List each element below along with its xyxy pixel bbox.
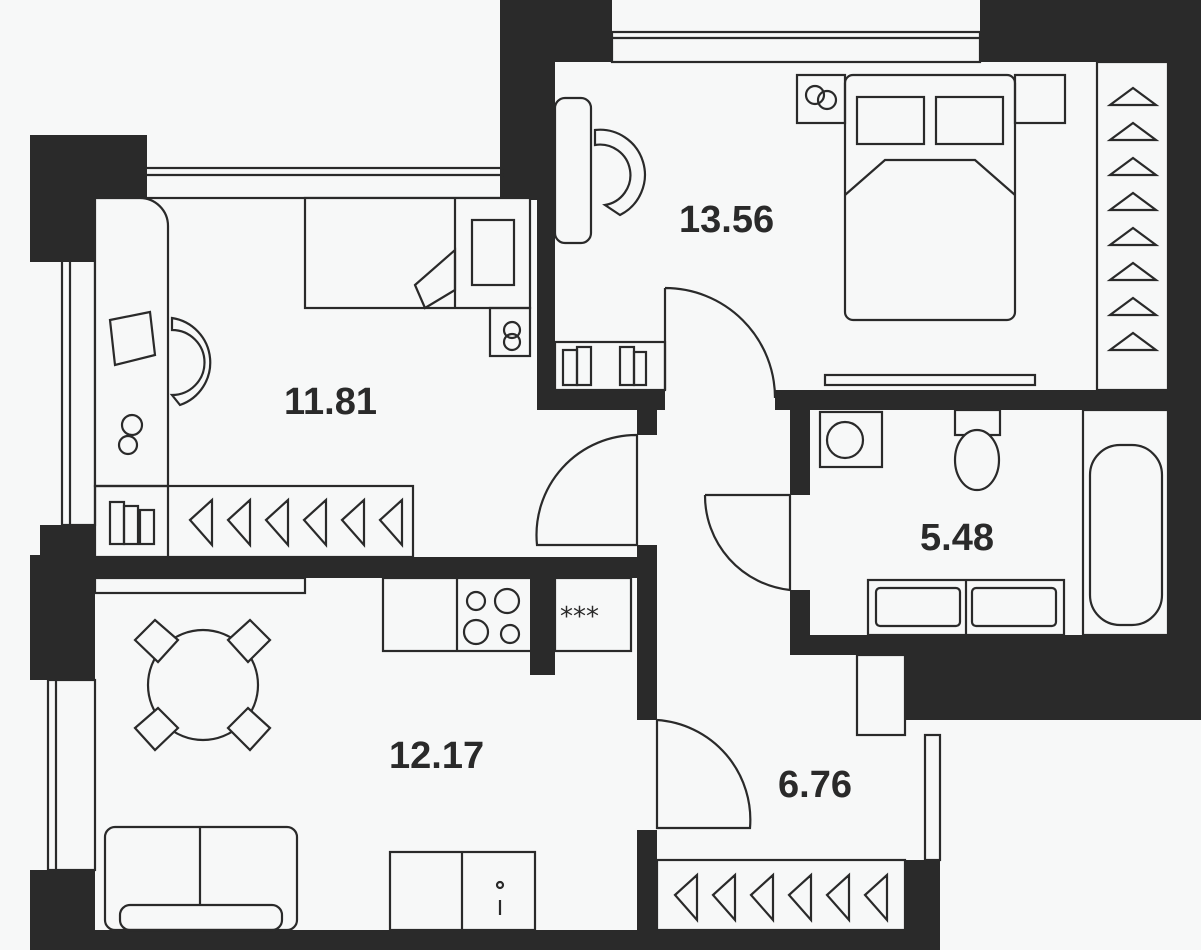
walls	[30, 0, 1201, 950]
room-area-bathroom: 5.48	[920, 517, 994, 559]
room-area-kitchen-living: 12.17	[389, 735, 484, 777]
svg-text:***: ***	[560, 602, 599, 632]
wardrobe	[1095, 60, 1170, 392]
desk	[93, 196, 170, 488]
windows	[46, 30, 982, 872]
room-area-hallway: 6.76	[778, 764, 852, 806]
room-labels: 13.56 11.81 5.48 12.17 6.76	[284, 199, 994, 806]
double-bed	[843, 73, 1017, 322]
doors	[535, 286, 792, 830]
dining-table	[146, 628, 260, 742]
room-area-childroom: 11.81	[284, 381, 377, 423]
furniture: ***	[93, 60, 1170, 932]
room-area-bedroom: 13.56	[679, 199, 774, 241]
desk	[553, 96, 593, 245]
